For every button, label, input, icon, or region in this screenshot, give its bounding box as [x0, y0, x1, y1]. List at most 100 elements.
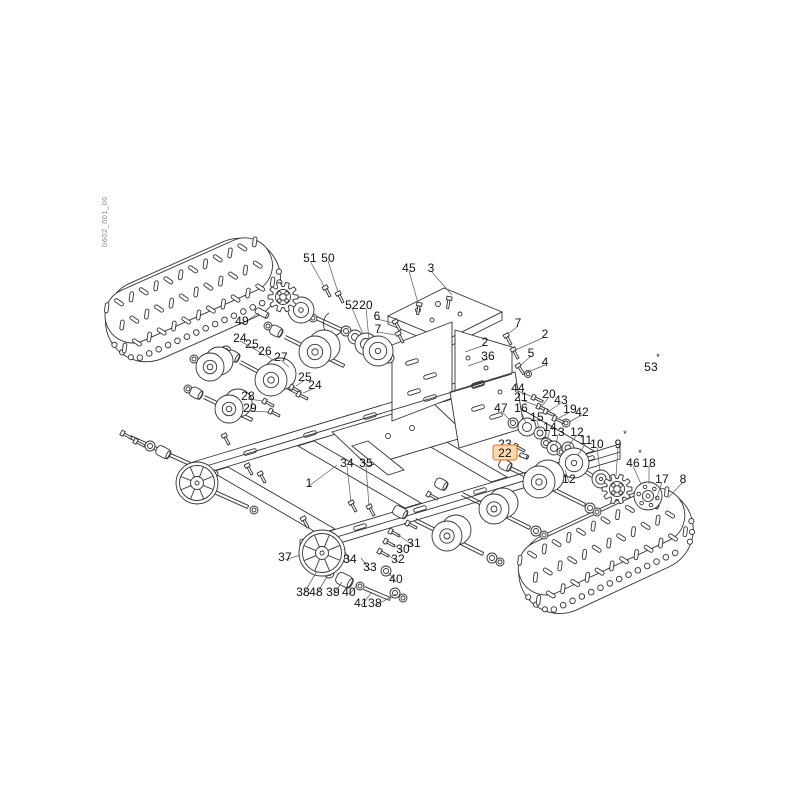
- part-label-16[interactable]: 16: [514, 401, 528, 415]
- part-label-22[interactable]: 22: [498, 446, 512, 460]
- part-label-31[interactable]: 31: [407, 536, 421, 550]
- bolt: [415, 301, 423, 316]
- part-label-12[interactable]: 12: [570, 425, 584, 439]
- part-label-28[interactable]: 28: [241, 389, 255, 403]
- part-label-42[interactable]: 42: [575, 405, 589, 419]
- bolt: [382, 537, 396, 548]
- ring: [263, 321, 273, 331]
- ring: [495, 557, 505, 567]
- leader-line: [558, 411, 571, 419]
- bolt: [220, 432, 231, 446]
- part-label-10[interactable]: 10: [590, 437, 604, 451]
- part-label-27[interactable]: 27: [274, 350, 288, 364]
- part-label-13[interactable]: 13: [551, 425, 565, 439]
- part-label-34[interactable]: 34: [340, 456, 354, 470]
- ring: [486, 552, 498, 564]
- part-label-30[interactable]: 30: [396, 542, 410, 556]
- roller-wheel: [195, 346, 234, 382]
- part-label-12[interactable]: 12: [562, 472, 576, 486]
- bolt: [551, 414, 565, 425]
- leader-line: [251, 346, 266, 357]
- part-label-17[interactable]: 17: [655, 472, 669, 486]
- part-label-40[interactable]: 40: [342, 585, 356, 599]
- part-label-20[interactable]: 20: [542, 387, 556, 401]
- bolt: [514, 362, 526, 376]
- bolt: [261, 397, 275, 408]
- part-label-33[interactable]: 33: [363, 560, 377, 574]
- part-label-36[interactable]: 36: [481, 349, 495, 363]
- part-label-40[interactable]: 40: [389, 572, 403, 586]
- ring: [398, 593, 408, 603]
- bolt: [256, 470, 267, 484]
- part-label-37[interactable]: 37: [278, 550, 292, 564]
- part-label-1[interactable]: 1: [306, 476, 313, 490]
- part-label-38[interactable]: 38: [368, 596, 382, 610]
- leader-line: [284, 554, 301, 561]
- leader-line: [527, 364, 546, 373]
- part-label-43[interactable]: 43: [554, 393, 568, 407]
- leader-line: [315, 574, 329, 596]
- part-label-50[interactable]: 50: [321, 251, 335, 265]
- part-label-51[interactable]: 51: [303, 251, 317, 265]
- part-label-2[interactable]: 2: [542, 327, 549, 341]
- part-label-26[interactable]: 26: [258, 344, 272, 358]
- part-label-38[interactable]: 38: [296, 585, 310, 599]
- part-label-41[interactable]: 41: [354, 596, 368, 610]
- part-label-52[interactable]: 52: [345, 298, 359, 312]
- part-label-19[interactable]: 19: [563, 402, 577, 416]
- leader-line: [390, 542, 404, 553]
- part-label-5[interactable]: 5: [528, 346, 535, 360]
- part-label-49[interactable]: 49: [235, 314, 249, 328]
- bushing: [254, 307, 270, 319]
- part-label-4[interactable]: 4: [542, 355, 549, 369]
- bolt: [243, 462, 254, 476]
- part-label-6[interactable]: 6: [374, 309, 381, 323]
- part-label-7[interactable]: 7: [375, 322, 382, 336]
- part-label-25[interactable]: 25: [298, 370, 312, 384]
- bolt: [445, 295, 453, 310]
- part-label-32[interactable]: 32: [391, 552, 405, 566]
- leader-line: [596, 446, 601, 472]
- leader-line: [377, 331, 396, 336]
- part-label-24[interactable]: 24: [308, 378, 322, 392]
- leader-line: [239, 340, 257, 351]
- part-label-7[interactable]: 7: [515, 316, 522, 330]
- part-label-3[interactable]: 3: [428, 261, 435, 275]
- part-label-24[interactable]: 24: [233, 331, 247, 345]
- part-label-29[interactable]: 29: [243, 401, 257, 415]
- part-label-35[interactable]: 35: [359, 456, 373, 470]
- part-label-14[interactable]: 14: [543, 420, 557, 434]
- part-label-48[interactable]: 48: [309, 585, 323, 599]
- bolt: [365, 503, 376, 517]
- part-label-53[interactable]: 53: [644, 360, 658, 374]
- leader-line: [280, 359, 290, 368]
- bushing: [335, 572, 354, 589]
- bushing: [519, 452, 529, 460]
- leader-line: [295, 379, 306, 387]
- part-label-8[interactable]: 8: [680, 472, 687, 486]
- ring: [584, 502, 596, 514]
- leader-line: [517, 390, 534, 398]
- leader-line: [655, 481, 663, 501]
- part-label-47[interactable]: 47: [494, 401, 508, 415]
- part-label-21[interactable]: 21: [514, 390, 528, 404]
- part-label-9[interactable]: 9: [615, 437, 622, 451]
- leader-line: [247, 398, 264, 402]
- part-label-20[interactable]: 20: [359, 298, 373, 312]
- bolt: [391, 318, 402, 332]
- part-label-45[interactable]: 45: [402, 261, 416, 275]
- part-label-15[interactable]: 15: [530, 410, 544, 424]
- part-label-39[interactable]: 39: [326, 585, 340, 599]
- part-label-46[interactable]: 46: [626, 456, 640, 470]
- part-label-25[interactable]: 25: [245, 337, 259, 351]
- leader-line: [467, 358, 489, 367]
- part-label-star: *: [623, 429, 627, 439]
- leader-line: [464, 344, 486, 353]
- sprocket: [267, 281, 299, 313]
- hub-drum: [558, 447, 590, 479]
- part-label-18[interactable]: 18: [642, 456, 656, 470]
- part-label-2[interactable]: 2: [482, 335, 489, 349]
- part-label-44[interactable]: 44: [511, 381, 525, 395]
- part-label-11[interactable]: 11: [580, 433, 593, 447]
- part-label-34[interactable]: 34: [343, 552, 357, 566]
